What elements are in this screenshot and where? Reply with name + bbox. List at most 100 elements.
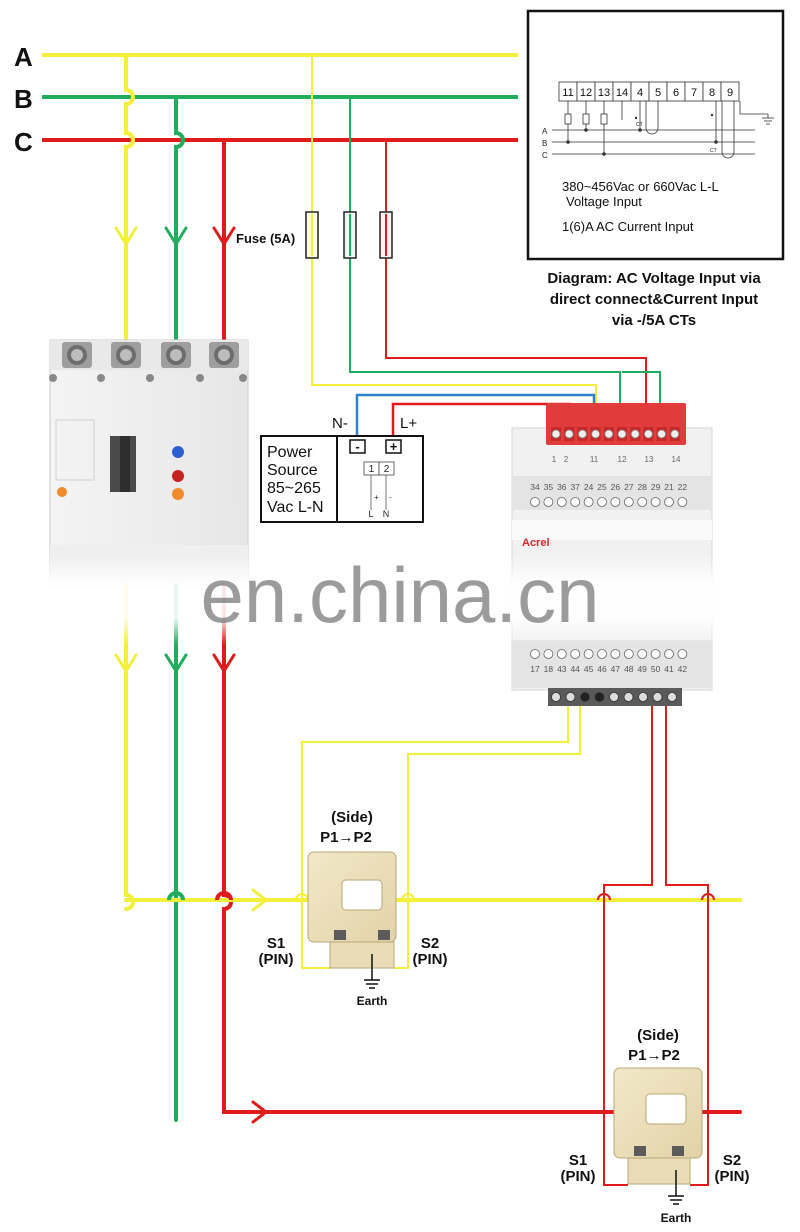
ct1-earth: Earth bbox=[357, 994, 388, 1008]
power-source-line-3: 85~265 bbox=[267, 480, 321, 497]
meter-terminal-number: 17 bbox=[530, 664, 540, 674]
meter-bottom-screw bbox=[667, 692, 677, 702]
meter-terminal-number: 18 bbox=[544, 664, 554, 674]
bus-lines bbox=[42, 53, 518, 142]
diagram-caption: Diagram: AC Voltage Input via direct con… bbox=[547, 270, 761, 329]
meter-top-screw bbox=[564, 429, 574, 439]
meter-bottom-screw bbox=[652, 692, 663, 702]
meter-screw bbox=[664, 497, 674, 507]
meter-top-label: 14 bbox=[672, 455, 681, 464]
meter-top-screw bbox=[644, 429, 653, 439]
meter-terminal-number: 44 bbox=[570, 664, 580, 674]
inset-label-a: A bbox=[542, 127, 548, 136]
ct1-s1-pin: (PIN) bbox=[259, 951, 294, 968]
ct1-s1: S1 bbox=[267, 935, 285, 952]
ct2-s1: S1 bbox=[569, 1152, 587, 1169]
fuses bbox=[305, 211, 393, 259]
phase-a-label: A bbox=[14, 42, 33, 72]
phase-b-label: B bbox=[14, 84, 33, 114]
ct2-direction: P1→P2 bbox=[628, 1047, 680, 1064]
meter-screw bbox=[597, 649, 607, 659]
ct1-direction: P1→P2 bbox=[320, 829, 372, 846]
inset-ct-mark-1: CT bbox=[636, 122, 643, 128]
power-source-line-1: Power bbox=[267, 444, 313, 461]
meter-terminal-number: 47 bbox=[611, 664, 621, 674]
meter-terminal-number: 25 bbox=[597, 482, 607, 492]
meter-bottom-screw bbox=[594, 692, 605, 702]
ps-sign-plus: + bbox=[374, 493, 379, 502]
meter-top-screw bbox=[591, 429, 600, 439]
meter-terminal-number: 36 bbox=[557, 482, 567, 492]
meter-screw bbox=[610, 497, 621, 507]
inset-label-c: C bbox=[542, 151, 548, 160]
meter-terminal-number: 34 bbox=[530, 482, 540, 492]
meter-terminal-number: 45 bbox=[584, 664, 594, 674]
meter-terminal-number: 42 bbox=[678, 664, 688, 674]
meter-terminal-number: 21 bbox=[664, 482, 674, 492]
breaker-terminals bbox=[62, 342, 239, 368]
meter-screw bbox=[597, 497, 607, 507]
caption-line-2: direct connect&Current Input bbox=[550, 291, 758, 308]
inset-terminal-label: 11 bbox=[562, 87, 573, 99]
inset-terminal-label: 14 bbox=[616, 87, 628, 99]
meter-top-screw bbox=[551, 429, 561, 439]
breaker-outputs bbox=[114, 583, 742, 1124]
meter-screw bbox=[610, 649, 621, 659]
ps-sign-minus: - bbox=[389, 493, 392, 502]
neutral-wire bbox=[355, 393, 596, 436]
current-transformer-2: (Side) P1→P2 Earth S1 (PIN) S2 (PIN) bbox=[561, 1027, 750, 1225]
meter-screw bbox=[530, 497, 540, 507]
inset-terminal-label: 8 bbox=[709, 87, 715, 99]
inset-terminal-label: 13 bbox=[598, 87, 610, 99]
meter-top-screw bbox=[604, 429, 614, 439]
meter-screw bbox=[583, 649, 594, 659]
meter-screw bbox=[637, 649, 648, 659]
meter-bottom-screws bbox=[551, 692, 677, 702]
meter-top-screw bbox=[630, 429, 640, 439]
inset-terminal-label: 6 bbox=[673, 87, 679, 99]
ct1-title: (Side) bbox=[331, 809, 373, 826]
meter-screw bbox=[650, 497, 661, 507]
meter-terminal-number: 46 bbox=[597, 664, 607, 674]
n-minus-label: N- bbox=[332, 415, 348, 432]
meter-top-label: 2 bbox=[564, 455, 569, 464]
inset-ct-mark-2: CT bbox=[710, 148, 717, 154]
meter-screw bbox=[556, 497, 567, 507]
inset-terminal-label: 12 bbox=[580, 87, 592, 99]
breaker-feeds bbox=[114, 53, 236, 342]
meter-top-screw bbox=[578, 429, 587, 439]
ct2-s2: S2 bbox=[723, 1152, 741, 1169]
meter-screw bbox=[623, 497, 634, 507]
meter-terminal-number: 43 bbox=[557, 664, 567, 674]
ct2-title: (Side) bbox=[637, 1027, 679, 1044]
meter-screw bbox=[650, 649, 661, 659]
meter-brand: Acrel bbox=[522, 537, 550, 549]
meter-top-label: 13 bbox=[645, 455, 654, 464]
inset-terminal-label: 7 bbox=[691, 87, 697, 99]
terminal-plus: + bbox=[390, 439, 398, 454]
meter-screw bbox=[677, 649, 688, 659]
meter-terminal-number: 35 bbox=[544, 482, 554, 492]
meter-screw bbox=[570, 649, 581, 659]
caption-line-1: Diagram: AC Voltage Input via bbox=[547, 270, 761, 287]
meter-terminal-number: 28 bbox=[637, 482, 647, 492]
meter-screw bbox=[637, 497, 648, 507]
meter-terminal-number: 41 bbox=[664, 664, 674, 674]
inset-terminal-label: 4 bbox=[637, 87, 643, 99]
inset-desc-1: 380~456Vac or 660Vac L-L bbox=[562, 179, 719, 194]
meter-terminal-number: 49 bbox=[637, 664, 647, 674]
meter-bottom-screw bbox=[609, 692, 619, 702]
meter-screw bbox=[623, 649, 634, 659]
meter-top-label: 11 bbox=[590, 455, 599, 464]
watermark-fade bbox=[0, 555, 800, 645]
fuse-label: Fuse (5A) bbox=[236, 231, 295, 246]
meter-screw bbox=[570, 497, 581, 507]
power-source: Power Source 85~265 Vac L-N - + N- L+ 1 … bbox=[260, 393, 596, 523]
meter-bottom-screw bbox=[565, 692, 576, 702]
meter-bottom-screw bbox=[623, 692, 634, 702]
l-plus-label: L+ bbox=[400, 415, 417, 432]
meter-screw bbox=[543, 497, 554, 507]
